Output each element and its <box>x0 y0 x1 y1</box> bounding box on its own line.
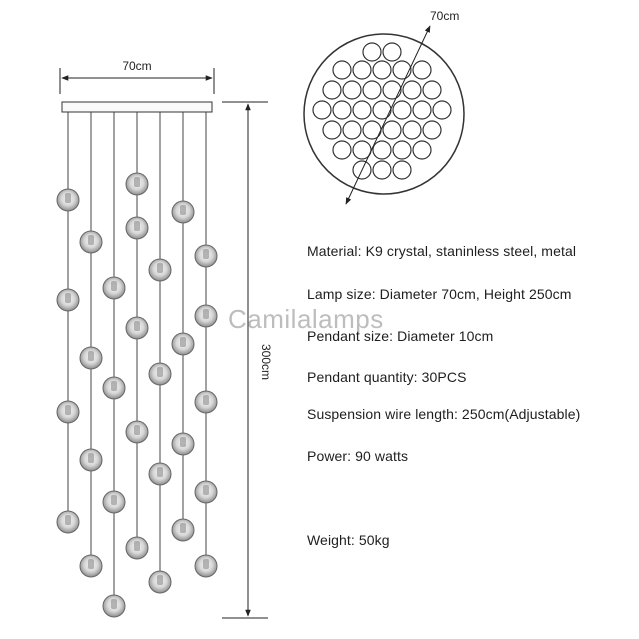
width-dimension: 70cm <box>59 59 215 94</box>
crystal-pendant <box>102 276 126 300</box>
top-view-pendant <box>362 42 382 62</box>
top-view-pendant <box>432 100 452 120</box>
spec-pendant-quantity: Pendant quantity: 30PCS <box>307 369 467 385</box>
crystal-pendant <box>125 536 149 560</box>
top-view-pendant <box>332 100 352 120</box>
top-view-pendant <box>392 140 412 160</box>
top-view-pendant <box>382 42 402 62</box>
top-view-pendant <box>382 120 402 140</box>
spec-material: Material: K9 crystal, staninless steel, … <box>307 243 577 259</box>
top-view-pendant <box>312 100 332 120</box>
spec-power: Power: 90 watts <box>307 448 409 464</box>
crystal-pendant <box>171 432 195 456</box>
top-view-pendant <box>342 80 362 100</box>
spec-lamp-size: Lamp size: Diameter 70cm, Height 250cm <box>307 286 572 302</box>
top-view-pendant <box>342 120 362 140</box>
crystal-pendant <box>79 230 103 254</box>
top-view-pendant <box>372 60 392 80</box>
top-view-pendant <box>392 60 412 80</box>
top-view-pendant <box>392 160 412 180</box>
crystal-pendant <box>56 400 80 424</box>
watermark: Camilalamps <box>228 304 384 334</box>
top-view-pendant <box>322 80 342 100</box>
crystal-pendant <box>102 490 126 514</box>
top-view-pendant <box>412 100 432 120</box>
crystal-pendant <box>56 188 80 212</box>
top-view-pendant <box>412 140 432 160</box>
top-view-pendant <box>332 60 352 80</box>
crystal-pendant <box>148 258 172 282</box>
top-view: 70cm <box>303 9 465 205</box>
spec-weight: Weight: 50kg <box>307 532 390 548</box>
top-view-pendant <box>352 60 372 80</box>
top-view-pendant <box>352 100 372 120</box>
spec-wire-length: Suspension wire length: 250cm(Adjustable… <box>307 406 581 422</box>
crystal-pendant <box>125 316 149 340</box>
spec-pendant-size: Pendant size: Diameter 10cm <box>307 328 494 344</box>
top-view-pendant <box>422 80 442 100</box>
crystal-pendant <box>148 462 172 486</box>
crystal-pendant <box>56 288 80 312</box>
top-view-pendant <box>372 140 392 160</box>
top-view-diameter-line <box>345 25 431 205</box>
crystal-pendant <box>171 332 195 356</box>
top-view-pendant <box>372 100 392 120</box>
top-view-pendant <box>412 60 432 80</box>
crystal-pendant <box>79 448 103 472</box>
top-view-pendant <box>382 80 402 100</box>
crystal-pendant <box>79 346 103 370</box>
crystal-pendant <box>171 200 195 224</box>
crystal-pendant <box>194 304 218 328</box>
ceiling-canopy <box>61 101 213 113</box>
crystal-pendant <box>102 376 126 400</box>
crystal-pendant <box>148 570 172 594</box>
crystal-pendant <box>194 390 218 414</box>
height-dimension: 300cm <box>222 101 273 619</box>
top-diameter-label: 70cm <box>430 9 459 23</box>
crystal-pendant <box>125 172 149 196</box>
crystal-pendant <box>102 594 126 618</box>
crystal-pendant <box>125 420 149 444</box>
top-view-pendant <box>392 100 412 120</box>
top-view-pendant <box>372 160 392 180</box>
crystal-pendant <box>79 554 103 578</box>
top-view-pendant <box>322 120 342 140</box>
crystal-pendant <box>125 216 149 240</box>
height-label: 300cm <box>259 344 273 380</box>
crystal-pendant <box>194 244 218 268</box>
crystal-pendant <box>194 480 218 504</box>
crystal-pendant <box>194 554 218 578</box>
crystal-pendant <box>56 510 80 534</box>
top-view-pendant <box>402 120 422 140</box>
pendant-group <box>56 172 218 618</box>
width-label: 70cm <box>122 59 151 73</box>
crystal-pendant <box>148 362 172 386</box>
top-view-pendant <box>422 120 442 140</box>
top-view-pendant <box>402 80 422 100</box>
top-view-pendant <box>332 140 352 160</box>
crystal-pendant <box>171 518 195 542</box>
top-view-pendant <box>362 80 382 100</box>
